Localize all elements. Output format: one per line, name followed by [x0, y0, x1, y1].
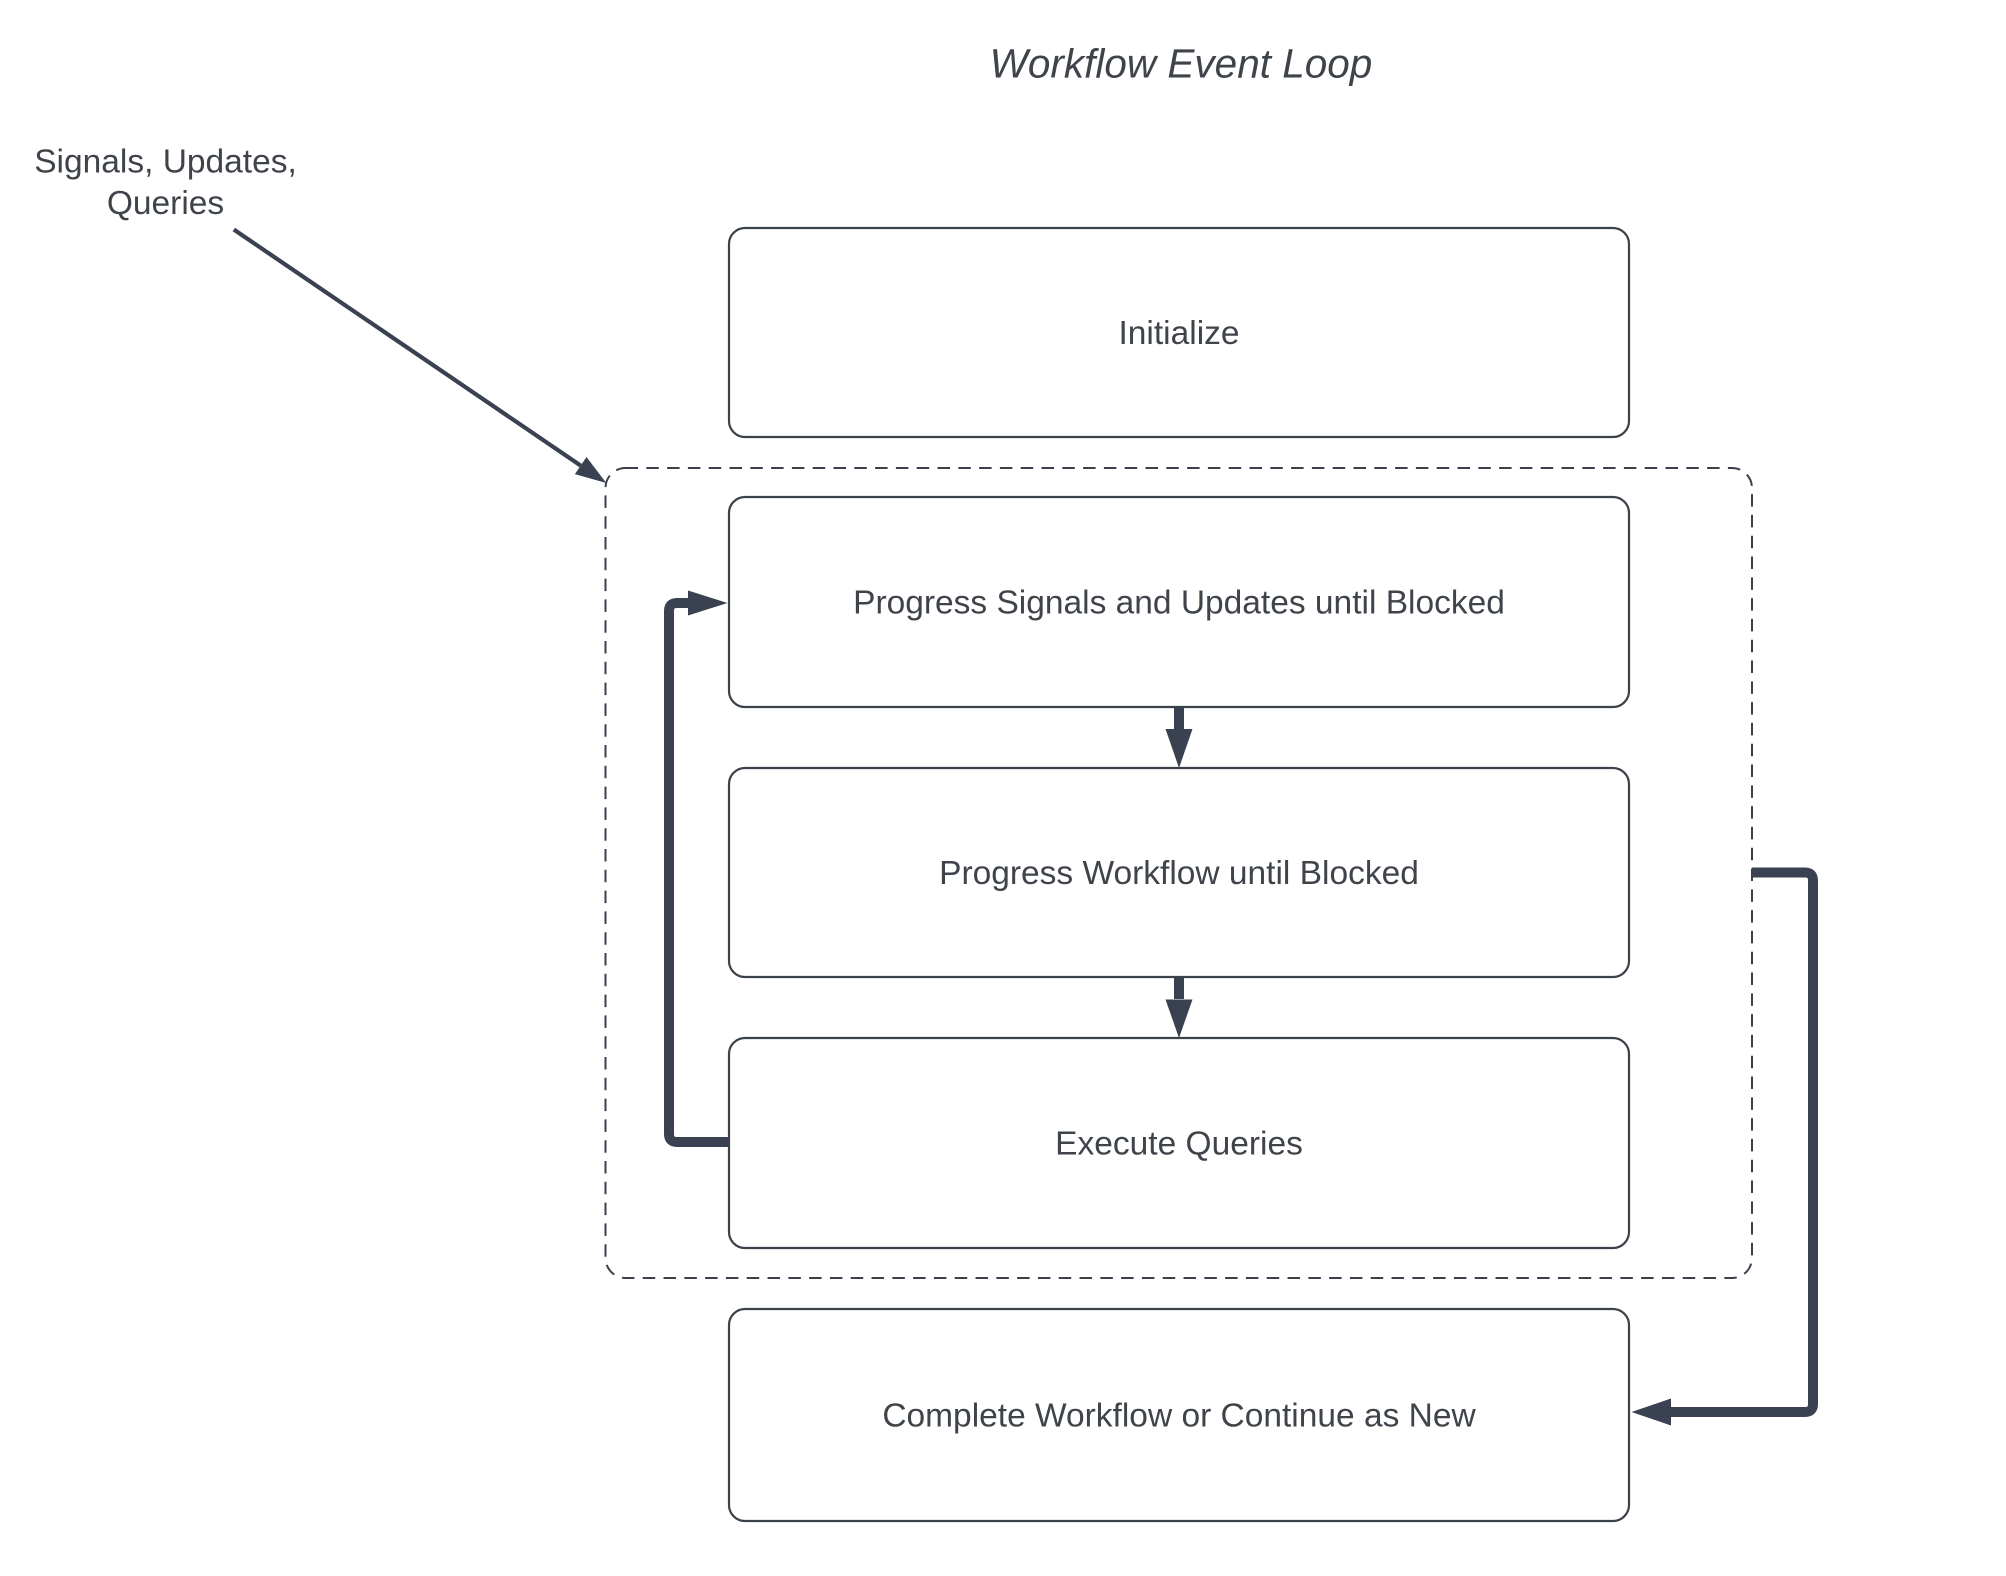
svg-text:Progress Workflow until Blocke: Progress Workflow until Blocked	[939, 855, 1419, 892]
svg-text:Execute Queries: Execute Queries	[1055, 1126, 1303, 1163]
svg-text:Initialize: Initialize	[1118, 315, 1239, 352]
svg-text:Queries: Queries	[107, 185, 224, 222]
svg-text:Signals, Updates,: Signals, Updates,	[34, 144, 297, 181]
svg-text:Complete Workflow or Continue: Complete Workflow or Continue as New	[882, 1398, 1476, 1435]
svg-text:Workflow Event Loop: Workflow Event Loop	[990, 41, 1373, 87]
svg-text:Progress Signals and Updates u: Progress Signals and Updates until Block…	[853, 585, 1505, 622]
